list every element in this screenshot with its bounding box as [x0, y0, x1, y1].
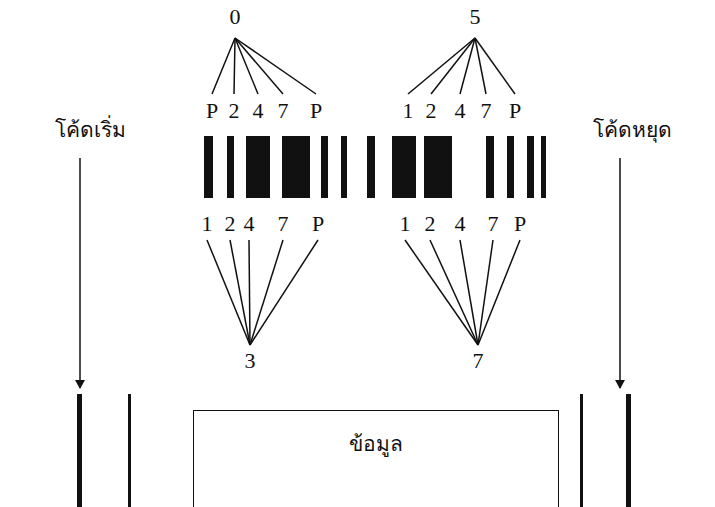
digit-label: 2 [426, 100, 437, 122]
digit-label: 7 [488, 213, 499, 235]
code-label: โค้ดหยุด [590, 120, 675, 141]
digit-label: P [514, 213, 526, 235]
digit-label: 5 [470, 6, 481, 28]
digit-label: 1 [202, 213, 213, 235]
digit-label: 2 [229, 100, 240, 122]
data-box: ข้อมูล [193, 410, 559, 507]
box-text: ข้อมูล [194, 411, 558, 460]
digit-label: 7 [481, 100, 492, 122]
digit-label: 1 [400, 213, 411, 235]
digit-label: 7 [278, 213, 289, 235]
digit-label: 1 [403, 100, 414, 122]
digit-label: P [312, 213, 324, 235]
digit-label: P [310, 100, 322, 122]
digit-label: 2 [225, 213, 236, 235]
digit-label: P [509, 100, 521, 122]
digit-label: 4 [253, 100, 264, 122]
digit-label: 4 [455, 213, 466, 235]
code-label: โค้ดเริ่ม [52, 120, 129, 141]
digit-label: 2 [425, 213, 436, 235]
digit-label: P [206, 100, 218, 122]
digit-label: 3 [245, 350, 256, 372]
digit-label: 7 [278, 100, 289, 122]
digit-label: 7 [473, 350, 484, 372]
digit-label: 4 [244, 213, 255, 235]
digit-label: 0 [230, 6, 241, 28]
digit-label: 4 [455, 100, 466, 122]
